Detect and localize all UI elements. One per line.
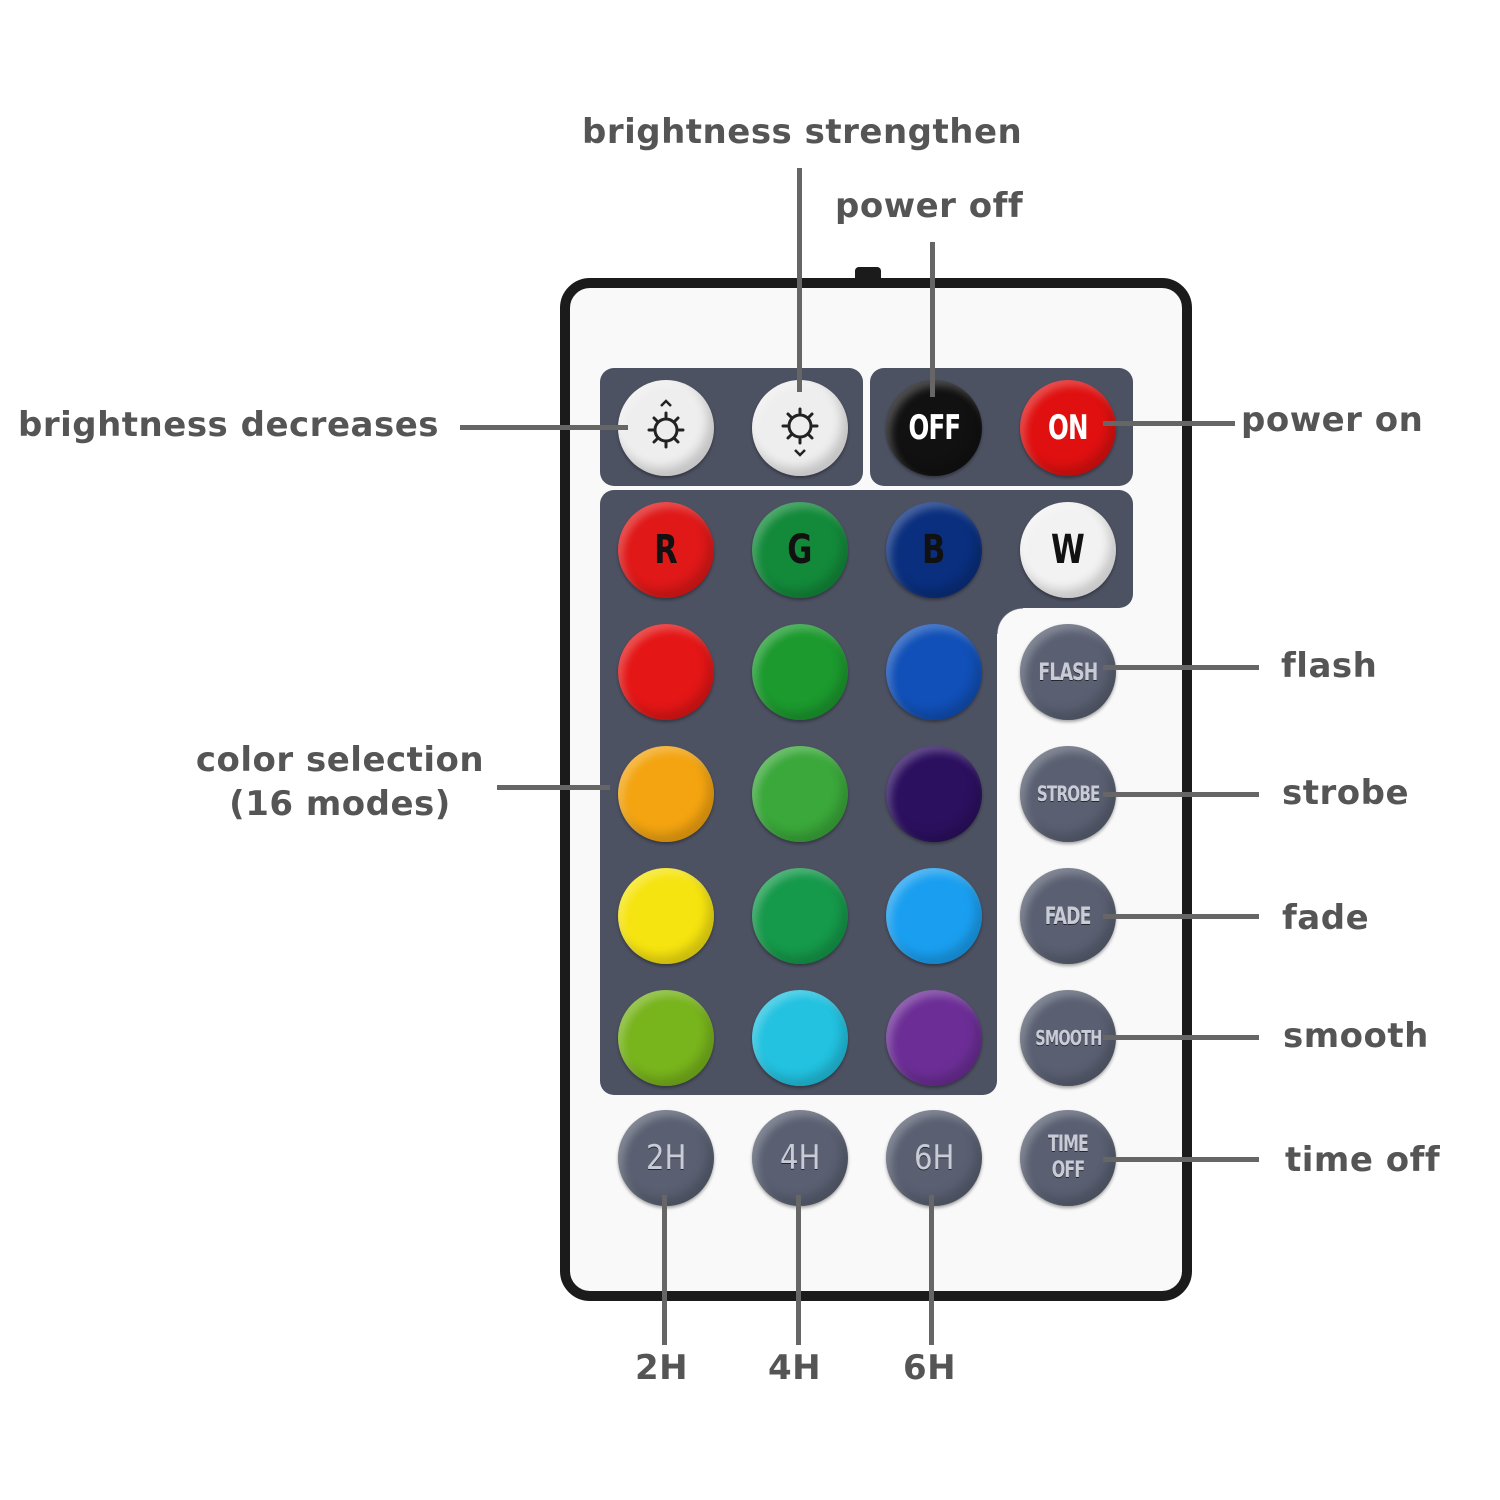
power-off-label: OFF bbox=[908, 408, 961, 448]
color-selection-label-line1: color selection bbox=[195, 740, 485, 780]
smooth-button-label: SMOOTH bbox=[1034, 1026, 1102, 1050]
color-selection-leader-line bbox=[497, 785, 610, 790]
timer-4h-leader-line bbox=[796, 1195, 801, 1345]
color-selection-label-line2: (16 modes) bbox=[229, 784, 451, 824]
brightness-decreases-leader-line bbox=[460, 425, 628, 430]
power-off-label-annotation: power off bbox=[835, 186, 1024, 226]
brightness-up-button[interactable] bbox=[752, 380, 848, 476]
time-off-button-label: TIME OFF bbox=[1047, 1132, 1089, 1183]
timer-2h-button-label: 2H bbox=[645, 1138, 687, 1178]
brightness-strengthen-label: brightness strengthen bbox=[582, 112, 1023, 152]
timer-4h-label: 4H bbox=[768, 1348, 822, 1388]
color-button-orange[interactable] bbox=[618, 746, 714, 842]
fade-label: fade bbox=[1282, 898, 1370, 938]
blue-button-label: B bbox=[922, 527, 946, 573]
color-button-emerald[interactable] bbox=[752, 868, 848, 964]
brightness-strengthen-leader-line bbox=[797, 168, 802, 392]
time-off-button[interactable]: TIME OFF bbox=[1020, 1110, 1116, 1206]
green-button-label: G bbox=[787, 527, 813, 573]
strobe-leader-line bbox=[1103, 792, 1259, 797]
timer-6h-leader-line bbox=[929, 1195, 934, 1345]
brightness-down-button[interactable] bbox=[618, 380, 714, 476]
color-button-indigo[interactable] bbox=[886, 746, 982, 842]
strobe-button[interactable]: STROBE bbox=[1020, 746, 1116, 842]
flash-label: flash bbox=[1281, 646, 1378, 686]
red-button[interactable]: R bbox=[618, 502, 714, 598]
power-off-leader-line bbox=[930, 242, 935, 397]
flash-button[interactable]: FLASH bbox=[1020, 624, 1116, 720]
color-button-sky-blue[interactable] bbox=[886, 868, 982, 964]
power-on-button[interactable]: ON bbox=[1020, 380, 1116, 476]
timer-6h-label: 6H bbox=[903, 1348, 957, 1388]
color-button-yellow[interactable] bbox=[618, 868, 714, 964]
smooth-leader-line bbox=[1103, 1035, 1259, 1040]
power-on-label: ON bbox=[1048, 408, 1088, 448]
smooth-button[interactable]: SMOOTH bbox=[1020, 990, 1116, 1086]
fade-leader-line bbox=[1103, 914, 1259, 919]
color-button-blue[interactable] bbox=[886, 624, 982, 720]
fade-button[interactable]: FADE bbox=[1020, 868, 1116, 964]
color-button-lime[interactable] bbox=[618, 990, 714, 1086]
flash-button-label: FLASH bbox=[1038, 658, 1098, 686]
timer-6h-button-label: 6H bbox=[913, 1138, 955, 1178]
timer-2h-label: 2H bbox=[635, 1348, 689, 1388]
fade-button-label: FADE bbox=[1045, 902, 1092, 930]
color-button-red[interactable] bbox=[618, 624, 714, 720]
timer-4h-button[interactable]: 4H bbox=[752, 1110, 848, 1206]
white-button-label: W bbox=[1051, 527, 1085, 573]
time-off-label: time off bbox=[1285, 1140, 1441, 1180]
power-on-leader-line bbox=[1103, 421, 1235, 426]
color-button-green[interactable] bbox=[752, 624, 848, 720]
brightness-up-icon bbox=[781, 407, 819, 457]
timer-6h-button[interactable]: 6H bbox=[886, 1110, 982, 1206]
color-button-light-green[interactable] bbox=[752, 746, 848, 842]
green-button[interactable]: G bbox=[752, 502, 848, 598]
flash-leader-line bbox=[1103, 665, 1259, 670]
smooth-label: smooth bbox=[1283, 1016, 1429, 1056]
brightness-decreases-label: brightness decreases bbox=[18, 405, 439, 445]
strobe-label: strobe bbox=[1282, 773, 1410, 813]
panel-inner-corner bbox=[997, 608, 1023, 634]
color-button-cyan[interactable] bbox=[752, 990, 848, 1086]
red-button-label: R bbox=[654, 527, 678, 573]
white-button[interactable]: W bbox=[1020, 502, 1116, 598]
color-selection-label: color selection (16 modes) bbox=[190, 738, 490, 826]
power-on-label-annotation: power on bbox=[1241, 400, 1424, 440]
timer-2h-button[interactable]: 2H bbox=[618, 1110, 714, 1206]
strobe-button-label: STROBE bbox=[1036, 782, 1101, 806]
time-off-leader-line bbox=[1103, 1157, 1259, 1162]
timer-2h-leader-line bbox=[662, 1195, 667, 1345]
color-button-purple[interactable] bbox=[886, 990, 982, 1086]
timer-4h-button-label: 4H bbox=[779, 1138, 821, 1178]
blue-button[interactable]: B bbox=[886, 502, 982, 598]
brightness-down-icon bbox=[647, 399, 685, 449]
